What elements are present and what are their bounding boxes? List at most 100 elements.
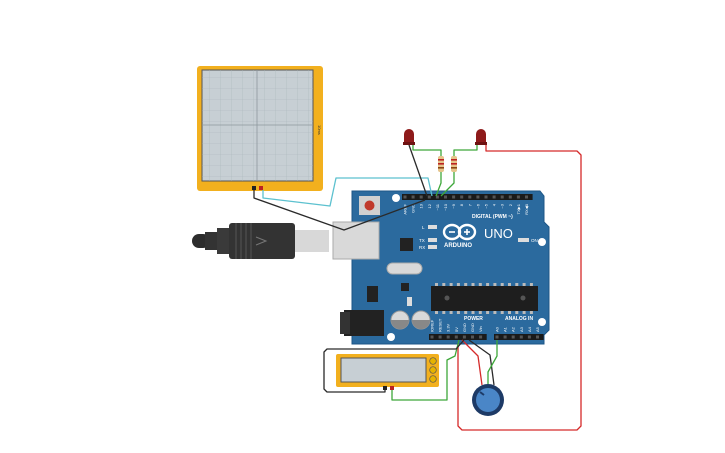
brand-label: ARDUINO xyxy=(444,243,472,249)
led-right[interactable] xyxy=(475,129,487,145)
pin-socket[interactable] xyxy=(536,335,539,339)
usb-port xyxy=(332,221,380,260)
pin-label: A1 xyxy=(503,326,508,332)
chip-pin xyxy=(522,283,526,286)
pin-socket[interactable] xyxy=(525,195,528,199)
pin-socket[interactable] xyxy=(511,335,515,339)
multimeter-probe-pos[interactable] xyxy=(390,386,394,390)
pin-label: TX▶1 xyxy=(516,203,521,214)
chip-pin xyxy=(515,283,519,286)
pin-socket[interactable] xyxy=(462,335,466,339)
pin-socket[interactable] xyxy=(454,335,458,339)
label-rx: RX xyxy=(419,245,425,250)
wire-red-pot[interactable] xyxy=(461,339,483,386)
chip-pin xyxy=(442,311,446,314)
digital-header-strip xyxy=(402,194,533,200)
chip-pin xyxy=(493,311,497,314)
pin-label: ~9 xyxy=(451,203,456,208)
chip-pin xyxy=(435,283,438,286)
wire-cyan-scope[interactable] xyxy=(262,177,433,207)
potentiometer[interactable] xyxy=(472,384,504,416)
pin-label: GND xyxy=(462,323,467,332)
led-l xyxy=(428,225,437,229)
chip-pin xyxy=(508,311,511,314)
wire-red-loop[interactable] xyxy=(457,145,582,431)
pin-label: A4 xyxy=(527,326,532,332)
pin-socket[interactable] xyxy=(479,335,483,339)
pin-socket[interactable] xyxy=(495,335,499,339)
oscilloscope-probe-neg[interactable] xyxy=(252,186,256,190)
wire-green-meter[interactable] xyxy=(391,339,460,401)
wire-black-meter[interactable] xyxy=(323,339,465,393)
mounting-hole xyxy=(538,318,546,326)
wire-green-res-left[interactable] xyxy=(435,172,442,197)
pin-socket[interactable] xyxy=(452,195,456,199)
pin-socket[interactable] xyxy=(446,335,450,339)
pin-socket[interactable] xyxy=(427,195,431,199)
wire-black-scope-gnd[interactable] xyxy=(253,190,426,231)
pin-socket[interactable] xyxy=(471,335,474,339)
led-rx xyxy=(428,245,437,249)
pin-socket[interactable] xyxy=(527,335,531,339)
multimeter-mode-v[interactable] xyxy=(429,366,437,374)
pin-socket[interactable] xyxy=(492,195,496,199)
oscilloscope-probe-pos[interactable] xyxy=(259,186,263,190)
pin-label: ~3 xyxy=(500,203,505,208)
wire-black-led-gnd[interactable] xyxy=(408,144,428,197)
pin-socket[interactable] xyxy=(468,195,472,199)
wire-green-res-right[interactable] xyxy=(440,172,455,197)
wire-green-led-right[interactable] xyxy=(453,145,478,156)
pin-label: 12 xyxy=(427,203,432,208)
chip-pin xyxy=(471,283,475,286)
label-on: ON xyxy=(531,238,538,243)
multimeter-probe-neg[interactable] xyxy=(383,386,387,390)
wire-green-led-left[interactable] xyxy=(412,145,442,156)
chip-pin xyxy=(449,311,453,314)
pin-socket[interactable] xyxy=(411,195,415,199)
chip-pin xyxy=(464,283,468,286)
pin-label: IOREF xyxy=(430,319,435,332)
chip-pin xyxy=(449,283,453,286)
chip-pin xyxy=(486,283,490,286)
wire-green-pot-a0[interactable] xyxy=(487,340,498,384)
pin-socket[interactable] xyxy=(476,195,480,199)
pin-socket[interactable] xyxy=(444,195,447,199)
chip-pin xyxy=(508,283,511,286)
pin-label: 7 xyxy=(467,203,472,206)
pin-label: A2 xyxy=(511,326,516,332)
pin-label: GND xyxy=(470,323,475,332)
chip-pin xyxy=(464,311,468,314)
svg-text:10ms: 10ms xyxy=(317,125,322,135)
pin-socket[interactable] xyxy=(435,195,439,199)
pin-socket[interactable] xyxy=(503,335,507,339)
pin-socket[interactable] xyxy=(516,195,520,199)
pin-socket[interactable] xyxy=(403,195,407,199)
chip-pin xyxy=(486,311,490,314)
pin-socket[interactable] xyxy=(430,335,434,339)
multimeter[interactable] xyxy=(336,354,439,390)
arduino-uno-board[interactable]: L TX RX ON ARDUINO UNO DIGITAL (PWM ~) P… xyxy=(332,190,550,345)
pin-socket[interactable] xyxy=(500,195,504,199)
chip-pin xyxy=(442,283,446,286)
label-l: L xyxy=(422,225,425,230)
pin-socket[interactable] xyxy=(438,335,442,339)
pin-socket[interactable] xyxy=(519,335,523,339)
pin-socket[interactable] xyxy=(460,195,464,199)
chip-pin xyxy=(493,283,497,286)
multimeter-mode-a[interactable] xyxy=(429,357,437,365)
oscilloscope[interactable]: 10ms xyxy=(197,66,323,191)
chip-pin xyxy=(456,311,460,314)
pin-label: GND xyxy=(411,204,416,213)
pin-socket[interactable] xyxy=(508,195,512,199)
power-jack xyxy=(344,310,384,336)
led-left[interactable] xyxy=(403,129,415,145)
wire-black-pot[interactable] xyxy=(468,339,495,386)
pin-socket[interactable] xyxy=(419,195,423,199)
pin-socket[interactable] xyxy=(484,195,488,199)
multimeter-mode-r[interactable] xyxy=(429,375,437,383)
potentiometer-knob[interactable] xyxy=(476,388,500,412)
arduino-logo xyxy=(442,223,477,241)
chip-pin xyxy=(478,283,482,286)
